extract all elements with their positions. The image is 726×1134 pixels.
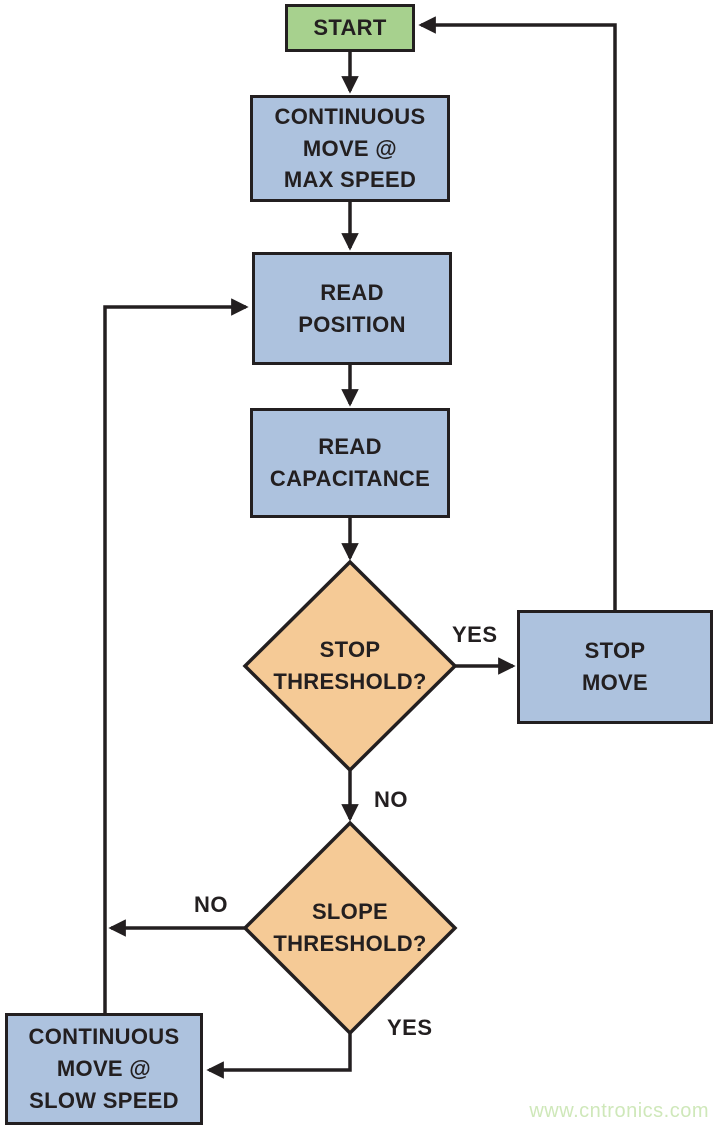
node-read-position: READ POSITION: [252, 252, 452, 365]
edge-label-stop-no: NO: [374, 787, 408, 812]
edge-stopmove-to-start: [418, 16, 617, 612]
edge-label-stop-yes: YES: [452, 622, 498, 647]
node-read-capacitance: READ CAPACITANCE: [250, 408, 450, 518]
edge-slow-to-readposition: [103, 298, 249, 1014]
node-start: START: [285, 4, 415, 52]
watermark: www.cntronics.com: [529, 1100, 709, 1122]
decision-stop-threshold-shape: [242, 559, 458, 773]
node-stop-move: STOP MOVE: [517, 610, 713, 724]
node-continuous-move-slow: CONTINUOUS MOVE @ SLOW SPEED: [5, 1013, 203, 1125]
decision-slope-threshold-shape: [242, 820, 458, 1036]
edge-label-slope-yes: YES: [387, 1015, 433, 1040]
edge-label-slope-no: NO: [194, 892, 228, 917]
edge-slopethreshold-yes-to-slow: [206, 1033, 352, 1079]
node-continuous-move-max: CONTINUOUS MOVE @ MAX SPEED: [250, 95, 450, 202]
